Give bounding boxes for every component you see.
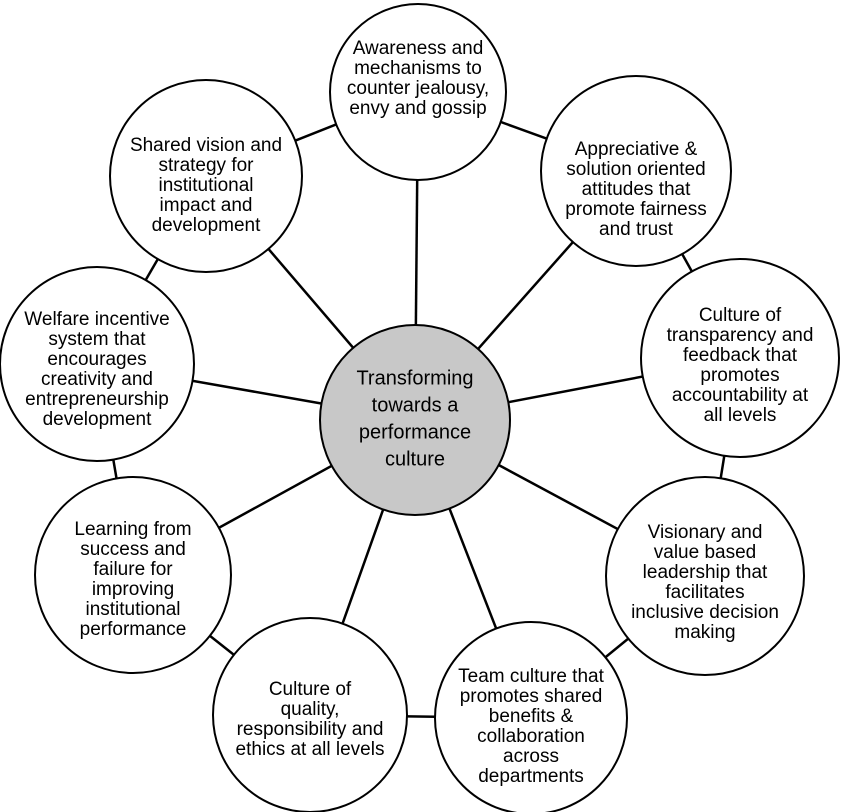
node-circle-quality [212,617,408,812]
node-text-line: improving [92,579,174,600]
node-circle-shared-vision [109,79,303,273]
node-text-line: responsibility and [237,719,384,740]
node-text-line: Learning from [74,519,191,540]
node-text-line: feedback that [683,345,798,366]
node-circle-welfare [0,266,195,462]
node-text-line: promote fairness [565,199,707,220]
node-text-line: success and [80,539,186,560]
node-circle-appreciative [540,75,732,267]
node-text-line: facilitates [665,582,744,603]
node-text-line: institutional [85,599,180,620]
center-text-line: culture [385,449,445,471]
center-text-line: performance [359,422,471,444]
center-text-line: Transforming [356,368,473,390]
center-node: Transforming towards a performance culture [319,324,511,516]
node-text-line: benefits & [489,706,574,727]
node-text-line: counter jealousy, [347,78,489,99]
node-text-line: institutional [158,175,253,196]
node-text-line: promotes [700,365,779,386]
node-text-line: Appreciative & [575,139,698,160]
node-text-line: departments [478,766,584,787]
node-circle-awareness [329,3,507,181]
node-text-line: and trust [599,219,674,240]
node-text-line: mechanisms to [354,58,482,79]
node-appreciative: Appreciative &solution orientedattitudes… [540,75,732,267]
node-circle-learning [34,476,232,674]
node-text-line: solution oriented [566,159,705,180]
node-circle-transparency [640,258,840,458]
node-text-line: inclusive decision [631,602,779,623]
center-hub: Transforming towards a performance culture [319,324,511,516]
node-text-line: strategy for [158,155,254,176]
node-text-line: value based [654,542,756,563]
node-text-line: envy and gossip [349,98,486,119]
node-text-line: development [43,409,153,430]
node-text-line: Visionary and [648,522,763,543]
node-text-line: all levels [704,405,777,426]
node-text-line: ethics at all levels [236,739,385,760]
node-circle-visionary [605,476,805,676]
node-text-line: Awareness and [353,38,484,59]
node-text-line: system that [48,329,146,350]
node-text-line: accountability at [672,385,809,406]
node-text-line: Culture of [699,305,782,326]
center-text-line: towards a [372,395,460,417]
node-circle-team-culture [434,621,628,812]
node-text-line: failure for [93,559,173,580]
node-text-line: making [674,622,735,643]
node-text-line: creativity and [41,369,153,390]
node-text-line: encourages [47,349,146,370]
node-text-line: impact and [160,195,253,216]
node-text-line: promotes shared [460,686,603,707]
node-text-line: Welfare incentive [24,309,169,330]
node-text-line: entrepreneurship [25,389,169,410]
node-text-line: Shared vision and [130,135,282,156]
node-text-line: quality, [281,699,340,720]
node-text-line: across [503,746,559,767]
node-text-line: collaboration [477,726,585,747]
node-text-line: performance [80,619,187,640]
node-text-line: transparency and [667,325,814,346]
node-text-line: development [152,215,262,236]
node-text-line: Culture of [269,679,352,700]
node-text-line: leadership that [643,562,768,583]
node-text-line: attitudes that [582,179,692,200]
center-circle [319,324,511,516]
node-text-line: Team culture that [458,666,604,687]
